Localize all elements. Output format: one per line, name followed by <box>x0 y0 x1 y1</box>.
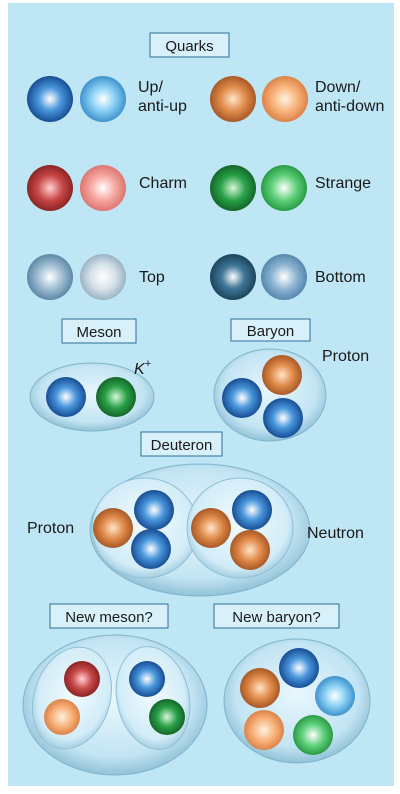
new-baryon-anti-down-quark <box>244 710 284 750</box>
baryon-heading: Baryon <box>247 323 295 340</box>
deuteron-neutron-up-quark <box>232 490 272 530</box>
new-baryon-down-quark <box>240 668 280 708</box>
new-meson-heading-box <box>49 603 169 629</box>
anti-bottom-quark <box>261 254 307 300</box>
new-baryon-strange-quark <box>293 715 333 755</box>
baryon-down-quark <box>262 355 302 395</box>
deuteron-neutron-label: Neutron <box>307 525 364 542</box>
new-meson-strange-quark <box>149 699 185 735</box>
charm-label: Charm <box>139 175 187 192</box>
deuteron-proton-up-quark-1 <box>134 490 174 530</box>
anti-down-label: anti-down <box>315 98 384 115</box>
deuteron-heading-box <box>140 431 223 457</box>
strange-label: Strange <box>315 175 371 192</box>
baryon-up-quark-2 <box>263 398 303 438</box>
baryon-up-quark-1 <box>222 378 262 418</box>
new-baryon-heading-box <box>213 603 340 629</box>
top-label: Top <box>139 269 165 286</box>
down-label: Down/ <box>315 79 361 96</box>
charm-quark <box>27 165 73 211</box>
strange-quark <box>210 165 256 211</box>
meson-heading: Meson <box>76 324 121 341</box>
top-quark <box>27 254 73 300</box>
new-meson-anti-down-quark <box>44 699 80 735</box>
baryon-proton-label: Proton <box>322 348 369 365</box>
new-baryon-heading: New baryon? <box>232 609 320 626</box>
kaon-label: K+ <box>134 358 152 378</box>
deuteron-neutron-down-quark-1 <box>191 508 231 548</box>
new-meson-up-quark <box>129 661 165 697</box>
meson-anti-strange-quark <box>96 377 136 417</box>
deuteron-proton-label: Proton <box>27 520 74 537</box>
anti-top-quark <box>80 254 126 300</box>
down-quark <box>210 76 256 122</box>
anti-down-quark <box>262 76 308 122</box>
deuteron-heading: Deuteron <box>151 437 213 454</box>
meson-up-quark <box>46 377 86 417</box>
quarks-heading-box <box>149 32 230 58</box>
up-quark <box>27 76 73 122</box>
anti-up-quark <box>80 76 126 122</box>
meson-heading-box <box>61 318 137 344</box>
bottom-label: Bottom <box>315 269 366 286</box>
deuteron-proton-up-quark-2 <box>131 529 171 569</box>
baryon-heading-box <box>230 318 311 342</box>
quarks-heading: Quarks <box>165 38 213 55</box>
anti-charm-quark <box>80 165 126 211</box>
anti-strange-quark <box>261 165 307 211</box>
new-baryon-up-quark <box>279 648 319 688</box>
deuteron-proton-down-quark <box>93 508 133 548</box>
new-meson-charm-quark <box>64 661 100 697</box>
new-meson-heading: New meson? <box>65 609 153 626</box>
new-baryon-anti-up-quark <box>315 676 355 716</box>
bottom-quark <box>210 254 256 300</box>
up-label: Up/ <box>138 79 163 96</box>
anti-up-label: anti-up <box>138 98 187 115</box>
deuteron-neutron-down-quark-2 <box>230 530 270 570</box>
